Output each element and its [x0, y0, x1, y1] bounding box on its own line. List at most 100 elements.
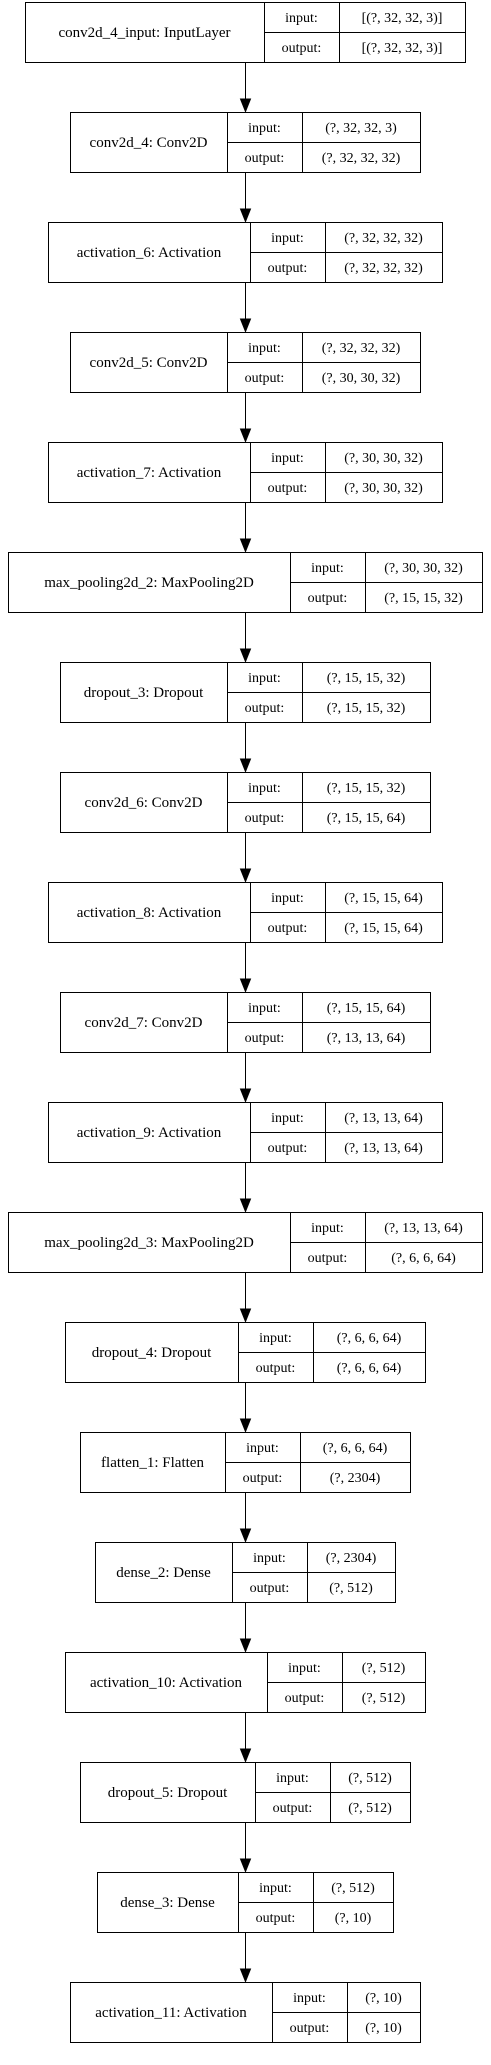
- input-shape: (?, 15, 15, 64): [344, 891, 423, 906]
- connector-arrow: [239, 1383, 252, 1433]
- input-label: input:: [259, 1881, 292, 1896]
- connector-arrow: [239, 1273, 252, 1323]
- input-label: input:: [246, 1441, 279, 1456]
- connector-arrow: [239, 1493, 252, 1543]
- output-shape: (?, 32, 32, 32): [344, 261, 423, 276]
- layer-name: activation_10: Activation: [90, 1675, 243, 1691]
- input-shape: (?, 13, 13, 64): [384, 1221, 463, 1236]
- layer-name: max_pooling2d_2: MaxPooling2D: [44, 575, 254, 591]
- input-shape: (?, 6, 6, 64): [323, 1441, 388, 1456]
- arrowhead-icon: [239, 1088, 252, 1103]
- input-shape: (?, 30, 30, 32): [344, 451, 423, 466]
- layer-name: dropout_4: Dropout: [92, 1345, 212, 1361]
- output-label: output:: [245, 1031, 285, 1046]
- layer-name: activation_8: Activation: [77, 905, 222, 921]
- output-label: output:: [268, 261, 308, 276]
- input-label: input:: [276, 1771, 309, 1786]
- input-label: input:: [271, 1111, 304, 1126]
- layer-name: conv2d_7: Conv2D: [85, 1015, 203, 1031]
- input-label: input:: [259, 1331, 292, 1346]
- arrowhead-icon: [239, 648, 252, 663]
- input-shape: (?, 32, 32, 32): [322, 341, 401, 356]
- connector-arrow: [239, 1603, 252, 1653]
- arrowhead-icon: [239, 978, 252, 993]
- input-label: input:: [271, 231, 304, 246]
- output-label: output:: [243, 1471, 283, 1486]
- output-shape: (?, 15, 15, 64): [344, 921, 423, 936]
- connector-arrow: [239, 1933, 252, 1983]
- connector-arrow: [239, 833, 252, 883]
- input-shape: (?, 2304): [326, 1551, 377, 1566]
- layer-name: flatten_1: Flatten: [101, 1455, 204, 1471]
- input-label: input:: [253, 1551, 286, 1566]
- input-label: input:: [248, 341, 281, 356]
- output-label: output:: [268, 1141, 308, 1156]
- output-shape: (?, 15, 15, 32): [327, 701, 406, 716]
- connector-arrow: [239, 1163, 252, 1213]
- arrowhead-icon: [239, 1308, 252, 1323]
- connector-arrow: [239, 613, 252, 663]
- layer-node: max_pooling2d_2: MaxPooling2Dinput:outpu…: [8, 552, 483, 613]
- output-shape: (?, 15, 15, 64): [327, 811, 406, 826]
- output-label: output:: [308, 1251, 348, 1266]
- connector-arrow: [239, 943, 252, 993]
- connector-arrow: [239, 393, 252, 443]
- layer-name: max_pooling2d_3: MaxPooling2D: [44, 1235, 254, 1251]
- connector-arrow: [239, 723, 252, 773]
- input-shape: (?, 6, 6, 64): [337, 1331, 402, 1346]
- input-label: input:: [248, 1001, 281, 1016]
- layer-node: activation_6: Activation input: output: (?,…: [48, 222, 443, 283]
- arrowhead-icon: [239, 318, 252, 333]
- layer-name: activation_11: Activation: [95, 2005, 247, 2021]
- output-shape: (?, 13, 13, 64): [327, 1031, 406, 1046]
- layer-node: activation_11: Activationinput:output:(?…: [70, 1982, 421, 2043]
- input-label: input:: [311, 1221, 344, 1236]
- input-shape: (?, 512): [331, 1881, 375, 1896]
- layer-node: flatten_1: Flatten input: output: (?, 6, 6,…: [80, 1432, 411, 1493]
- output-shape: (?, 30, 30, 32): [344, 481, 423, 496]
- layer-name: activation_9: Activation: [77, 1125, 222, 1141]
- input-shape: (?, 512): [362, 1661, 406, 1676]
- arrowhead-icon: [239, 1418, 252, 1433]
- output-label: output:: [268, 921, 308, 936]
- connector-arrow: [239, 503, 252, 553]
- layer-node: activation_8: Activationinput:output:(?,…: [48, 882, 443, 943]
- connector-arrow: [239, 1823, 252, 1873]
- output-label: output:: [245, 151, 285, 166]
- output-label: output:: [250, 1581, 290, 1596]
- input-shape: (?, 32, 32, 3): [325, 121, 397, 136]
- input-shape: (?, 13, 13, 64): [344, 1111, 423, 1126]
- output-label: output:: [245, 701, 285, 716]
- output-shape: (?, 13, 13, 64): [344, 1141, 423, 1156]
- output-label: output:: [245, 371, 285, 386]
- input-shape: (?, 10): [365, 1991, 402, 2006]
- layer-name: conv2d_4: Conv2D: [90, 135, 208, 151]
- layer-node: activation_9: Activation input: output: (?,…: [48, 1102, 443, 1163]
- input-label: input:: [248, 671, 281, 686]
- arrowhead-icon: [239, 1638, 252, 1653]
- input-shape: (?, 32, 32, 32): [344, 231, 423, 246]
- output-label: output:: [308, 591, 348, 606]
- layer-name: activation_6: Activation: [77, 245, 222, 261]
- arrowhead-icon: [239, 208, 252, 223]
- layer-name: dense_2: Dense: [116, 1565, 211, 1581]
- layer-name: dense_3: Dense: [120, 1895, 215, 1911]
- input-shape: (?, 512): [348, 1771, 392, 1786]
- arrowhead-icon: [239, 1748, 252, 1763]
- output-shape: (?, 512): [362, 1691, 406, 1706]
- connector-arrow: [239, 283, 252, 333]
- output-shape: (?, 30, 30, 32): [322, 371, 401, 386]
- output-label: output:: [285, 1691, 325, 1706]
- layer-name: conv2d_5: Conv2D: [90, 355, 208, 371]
- input-label: input:: [293, 1991, 326, 2006]
- output-shape: (?, 2304): [330, 1471, 381, 1486]
- input-shape: (?, 30, 30, 32): [384, 561, 463, 576]
- input-label: input:: [288, 1661, 321, 1676]
- output-shape: (?, 32, 32, 32): [322, 151, 401, 166]
- output-shape: (?, 6, 6, 64): [391, 1251, 456, 1266]
- layer-name: conv2d_6: Conv2D: [85, 795, 203, 811]
- layer-node: activation_10: Activation input: output: (?…: [65, 1652, 426, 1713]
